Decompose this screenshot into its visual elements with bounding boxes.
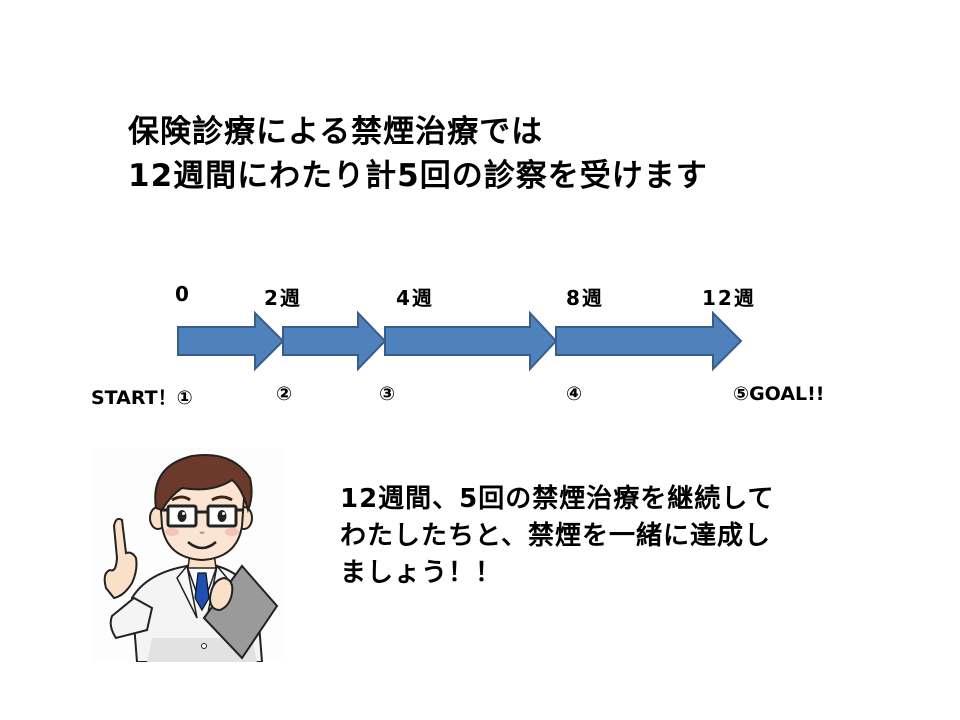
visit-label-1-start: START！① [91, 387, 193, 409]
title-line-1: 保険診療による禁煙治療では [128, 114, 544, 150]
message-line-2: わたしたちと、禁煙を一緒に達成し [340, 521, 771, 551]
arrow-icon [282, 310, 387, 372]
visit-label-2: ② [276, 383, 293, 405]
title-line-2: 12週間にわたり計5回の診察を受けます [128, 158, 708, 194]
week-label-12: 12週 [702, 286, 756, 310]
arrow-icon [555, 310, 743, 372]
week-label-2: 2週 [264, 286, 302, 310]
week-label-0: 0 [175, 282, 191, 306]
visit-label-5-goal: ⑤GOAL!! [733, 383, 825, 405]
arrow-icon [384, 310, 558, 372]
message-line-1: 12週間、5回の禁煙治療を継続して [340, 484, 775, 514]
encouragement-message: 12週間、5回の禁煙治療を継続して わたしたちと、禁煙を一緒に達成し ましょう！… [340, 481, 775, 592]
arrow-icon [177, 310, 285, 372]
week-label-4: 4週 [396, 286, 434, 310]
doctor-pointing-icon [103, 454, 279, 663]
message-line-3: ましょう！！ [340, 558, 503, 588]
page-title: 保険診療による禁煙治療では 12週間にわたり計5回の診察を受けます [128, 110, 708, 198]
week-label-8: 8週 [566, 286, 604, 310]
visit-label-3: ③ [379, 383, 396, 405]
visit-label-4: ④ [566, 383, 583, 405]
doctor-illustration [92, 448, 282, 663]
